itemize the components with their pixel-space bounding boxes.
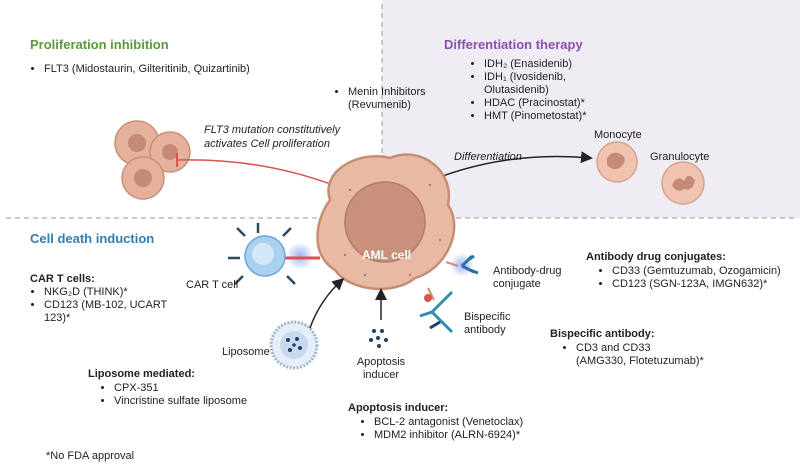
differentiation-item-cont: Olutasidenib) bbox=[484, 84, 549, 96]
differentiation-item: IDH₁ (Ivosidenib, bbox=[484, 71, 587, 84]
apoptosis-list: BCL-2 antagonist (Venetoclax) MDM2 inhib… bbox=[360, 416, 523, 442]
proliferating-cells bbox=[114, 120, 191, 200]
bispecific-list: CD3 and CD33 (AMG330, Flotetuzumab)* bbox=[562, 342, 704, 368]
granulocyte-label: Granulocyte bbox=[650, 151, 710, 163]
bispecific-heading: Bispecific antibody: bbox=[550, 328, 655, 340]
car-t-list: NKG₂D (THINK)* CD123 (MB-102, UCART 123)… bbox=[30, 286, 167, 325]
car-t-item: CD123 (MB-102, UCART bbox=[44, 299, 167, 312]
liposome-graphic bbox=[269, 320, 319, 370]
liposome-item: Vincristine sulfate liposome bbox=[114, 395, 247, 408]
adc-label-2: conjugate bbox=[493, 278, 541, 290]
granulocyte-cell bbox=[661, 161, 705, 205]
apoptosis-heading: Apoptosis inducer: bbox=[348, 402, 449, 414]
apoptosis-label-2: inducer bbox=[362, 369, 400, 381]
liposome-list: CPX-351 Vincristine sulfate liposome bbox=[100, 382, 247, 408]
adc-item: CD33 (Gemtuzumab, Ozogamicin) bbox=[612, 265, 781, 278]
proliferation-arrow-label-1: FLT3 mutation constitutively bbox=[204, 124, 341, 136]
adc-graphic bbox=[445, 253, 479, 277]
proliferation-list: FLT3 (Midostaurin, Gilteritinib, Quizart… bbox=[30, 63, 250, 76]
bispecific-graphic bbox=[419, 287, 454, 334]
adc-label-1: Antibody-drug bbox=[493, 265, 562, 277]
bispecific-label: Bispecific antibody bbox=[464, 311, 510, 337]
adc-list: CD33 (Gemtuzumab, Ozogamicin) CD123 (SGN… bbox=[598, 265, 781, 291]
monocyte-label: Monocyte bbox=[594, 129, 642, 141]
apoptosis-label-1: Apoptosis bbox=[356, 356, 406, 368]
differentiation-arrow-label: Differentiation bbox=[454, 151, 522, 163]
inhibition-arrow bbox=[177, 159, 334, 186]
bispecific-item-cont: (AMG330, Flotetuzumab)* bbox=[576, 355, 704, 367]
liposome-item: CPX-351 bbox=[114, 382, 247, 395]
liposome-arrow bbox=[309, 277, 345, 329]
aml-cell-label: AML cell bbox=[362, 248, 412, 262]
adc-label: Antibody-drug conjugate bbox=[493, 265, 562, 291]
car-t-cell-graphic bbox=[228, 223, 320, 285]
apoptosis-label: Apoptosis inducer bbox=[355, 356, 407, 382]
menin-block: Menin Inhibitors (Revumenib) bbox=[334, 86, 426, 112]
differentiation-list: IDH₂ (Enasidenib) IDH₁ (Ivosidenib, Olut… bbox=[470, 58, 587, 123]
bispecific-label-2: antibody bbox=[464, 324, 506, 336]
proliferation-title: Proliferation inhibition bbox=[30, 37, 169, 52]
proliferation-arrow-label-2: activates Cell proliferation bbox=[204, 138, 330, 150]
adc-item: CD123 (SGN-123A, IMGN632)* bbox=[612, 278, 781, 291]
monocyte-cell bbox=[596, 141, 638, 183]
apoptosis-inducer-graphic bbox=[369, 329, 388, 348]
menin-line-1: Menin Inhibitors bbox=[348, 86, 426, 99]
apoptosis-item: MDM2 inhibitor (ALRN-6924)* bbox=[374, 429, 523, 442]
car-t-heading: CAR T cells: bbox=[30, 273, 95, 285]
bispecific-label-1: Bispecific bbox=[464, 311, 511, 323]
aml-cell-graphic bbox=[316, 153, 456, 291]
proliferation-item: FLT3 (Midostaurin, Gilteritinib, Quizart… bbox=[44, 63, 250, 76]
differentiation-panel bbox=[382, 0, 800, 218]
menin-line-2: (Revumenib) bbox=[348, 99, 411, 111]
car-t-label: CAR T cell bbox=[186, 279, 239, 291]
car-t-item-cont: 123)* bbox=[44, 312, 71, 324]
apoptosis-item: BCL-2 antagonist (Venetoclax) bbox=[374, 416, 523, 429]
footnote: *No FDA approval bbox=[46, 450, 135, 462]
adc-heading: Antibody drug conjugates: bbox=[586, 251, 726, 263]
differentiation-item: HMT (Pinometostat)* bbox=[484, 110, 587, 123]
cell-death-title: Cell death induction bbox=[30, 231, 155, 246]
liposome-label: Liposome bbox=[222, 346, 270, 358]
differentiation-item: HDAC (Pracinostat)* bbox=[484, 97, 587, 110]
bispecific-item: CD3 and CD33 bbox=[576, 342, 704, 355]
liposome-heading: Liposome mediated: bbox=[88, 368, 195, 380]
differentiation-item: IDH₂ (Enasidenib) bbox=[484, 58, 587, 71]
car-t-item: NKG₂D (THINK)* bbox=[44, 286, 167, 299]
differentiation-title: Differentiation therapy bbox=[444, 37, 583, 52]
